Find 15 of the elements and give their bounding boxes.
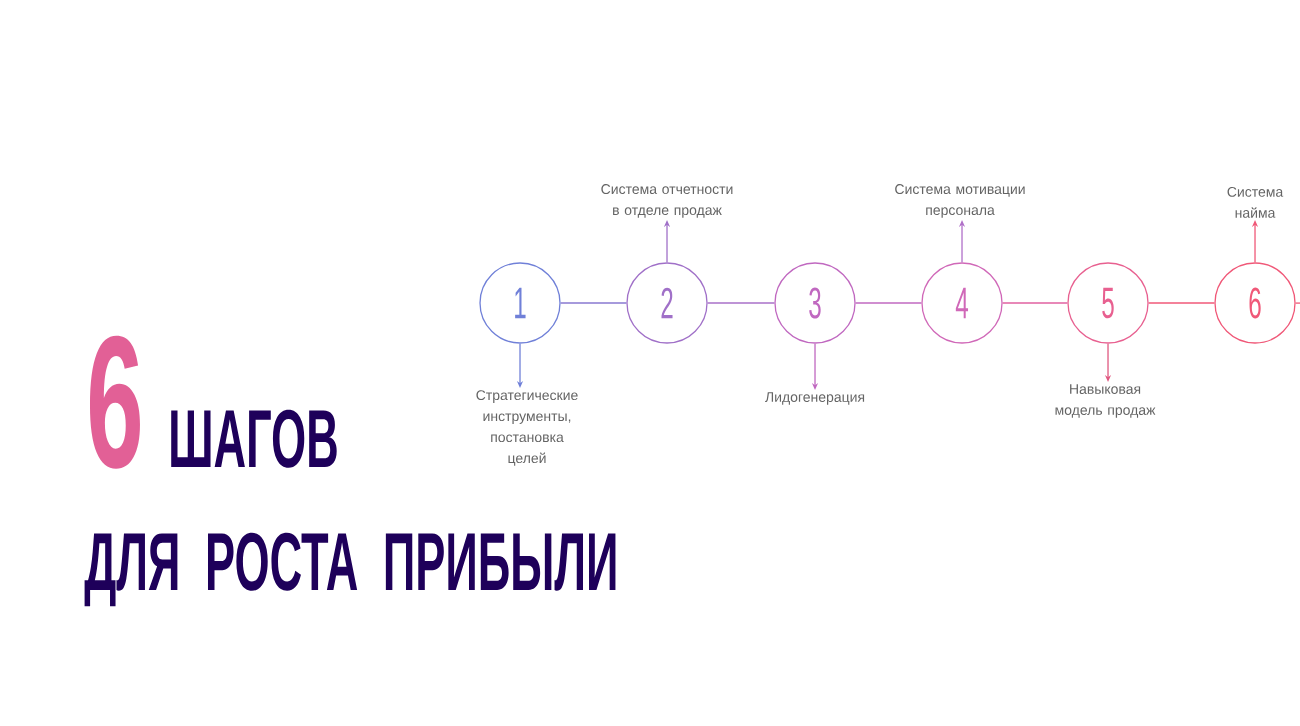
big-number: 6: [90, 335, 140, 469]
connector-line: [855, 302, 922, 304]
step-label: Навыковая модель продаж: [1055, 384, 1156, 418]
connector-line: [707, 302, 775, 304]
step-label: Система отчетности в отделе продаж: [601, 184, 733, 218]
step-label: Система найма: [1227, 186, 1284, 218]
connector-line: [1148, 302, 1215, 304]
step-label: Система мотивации персонала: [895, 184, 1025, 218]
connector-line: [1295, 302, 1300, 304]
heading-text: ШАГОВ: [171, 409, 337, 468]
connector-line: [560, 302, 627, 304]
heading-text: ДЛЯ РОСТА ПРИБЫЛИ: [84, 532, 616, 607]
step-label: Лидогенерация: [765, 392, 865, 405]
connector-line: [1002, 302, 1068, 304]
step-label: Стратегические инструменты, постановка целей: [476, 390, 578, 466]
